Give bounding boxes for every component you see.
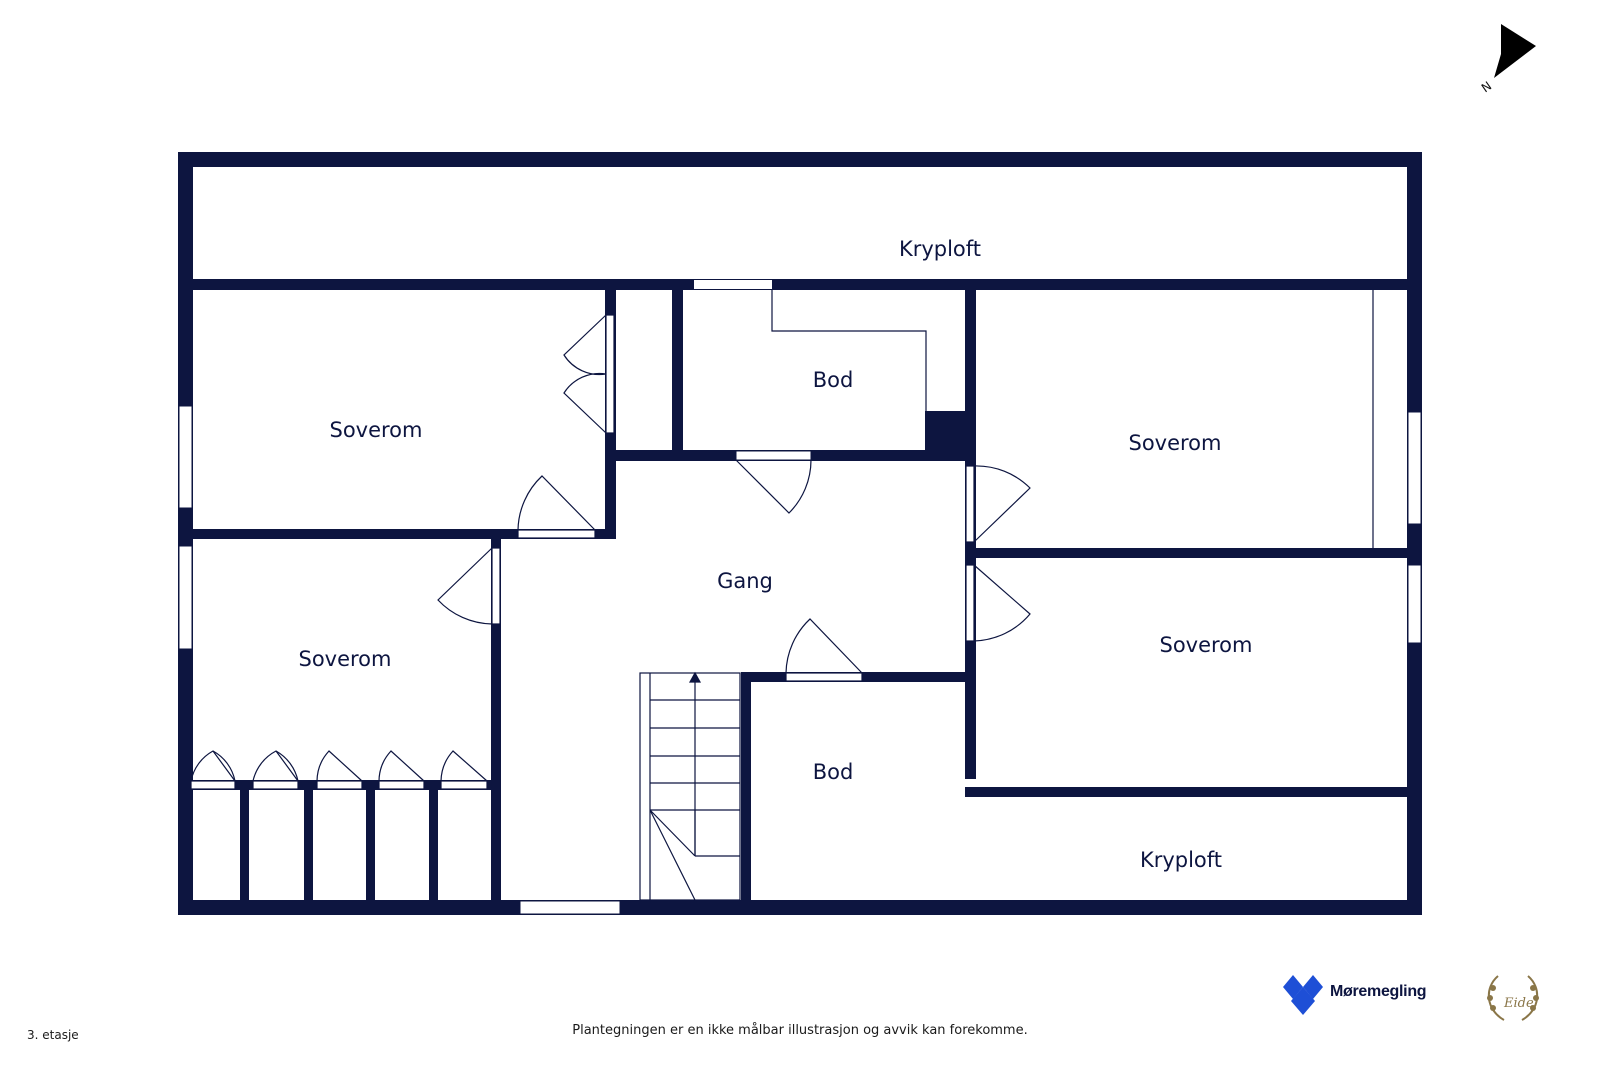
wall-bod-bottom-left	[741, 672, 751, 915]
wall-outer-bottom	[178, 900, 1422, 915]
label-kryploft-top: Kryploft	[899, 237, 981, 261]
wall-bedroom-br-bottom	[965, 787, 1422, 797]
door-frame-bedroom-tr	[965, 465, 975, 543]
window-left-1	[178, 405, 193, 509]
room-labels: Kryploft Soverom Bod Soverom Gang Sovero…	[298, 237, 1252, 872]
laurel-wreath-icon	[1487, 975, 1539, 1021]
wall-wardrobe-4	[429, 780, 438, 910]
label-soverom-top-right: Soverom	[1128, 431, 1221, 455]
disclaimer: Plantegningen er en ikke målbar illustra…	[572, 1023, 1028, 1038]
door-bedroom-bl	[437, 547, 493, 625]
brand-logo: Møremegling	[1281, 973, 1451, 1017]
door-bod-bottom	[785, 618, 863, 674]
wall-bedroom-split	[965, 548, 1422, 558]
label-bod-bottom: Bod	[813, 760, 854, 784]
window-bottom	[519, 900, 621, 915]
photographer-name: Eide	[1504, 996, 1534, 1011]
door-frame-gang-bod	[735, 450, 812, 461]
wall-wardrobe-2	[304, 780, 313, 910]
label-soverom-bottom-right: Soverom	[1159, 633, 1252, 657]
photographer-logo	[1478, 966, 1548, 1026]
door-bedroom-tr	[973, 465, 1031, 543]
windows	[178, 280, 1422, 915]
door-bod-top	[735, 459, 812, 514]
wall-outer-right	[1407, 152, 1422, 915]
stair-arrow-icon	[688, 671, 702, 683]
north-arrow-icon	[1494, 24, 1536, 78]
wall-wardrobe-1	[240, 780, 249, 910]
wall-closet-divider	[672, 279, 683, 455]
walls	[178, 152, 1422, 915]
label-bod-top: Bod	[813, 368, 854, 392]
wall-bedroom-tl-bottom	[178, 529, 616, 539]
opening-kryploft	[694, 280, 772, 289]
window-left-2	[178, 545, 193, 650]
door-bedroom-br	[973, 564, 1031, 642]
compass: N	[1472, 20, 1542, 100]
door-frame-closet	[605, 314, 615, 434]
window-right-1	[1407, 411, 1422, 525]
door-closet-lower	[563, 372, 607, 434]
brand-name: Møremegling	[1330, 983, 1427, 1000]
wall-bedroom-bl-right	[491, 529, 501, 915]
door-bedroom-tl	[517, 475, 596, 531]
wall-outer-top	[178, 152, 1422, 167]
stair-outline	[639, 672, 741, 901]
bod-top-shelf	[771, 290, 927, 411]
door-frame-bod-bottom	[785, 672, 863, 682]
moremegling-logo-icon	[1283, 975, 1323, 1015]
wall-wardrobe-3	[366, 780, 375, 910]
staircase	[639, 671, 741, 901]
label-gang: Gang	[717, 569, 773, 593]
wall-kryploft-top	[178, 279, 1422, 290]
inner-lines	[771, 290, 1374, 548]
label-soverom-bottom-left: Soverom	[298, 647, 391, 671]
label-soverom-top-left: Soverom	[329, 418, 422, 442]
door-closet-upper	[563, 314, 607, 376]
door-frame-bedroom-bl	[491, 547, 501, 625]
door-frame-bedroom-br	[965, 564, 975, 642]
floor-label: 3. etasje	[27, 1028, 79, 1042]
window-right-2	[1407, 564, 1422, 644]
doors	[190, 314, 1031, 790]
wall-bod-chimney	[925, 411, 975, 456]
wardrobe-doors	[190, 750, 488, 790]
label-kryploft-bottom: Kryploft	[1140, 848, 1222, 872]
door-frame-bedroom-tl	[517, 529, 596, 539]
